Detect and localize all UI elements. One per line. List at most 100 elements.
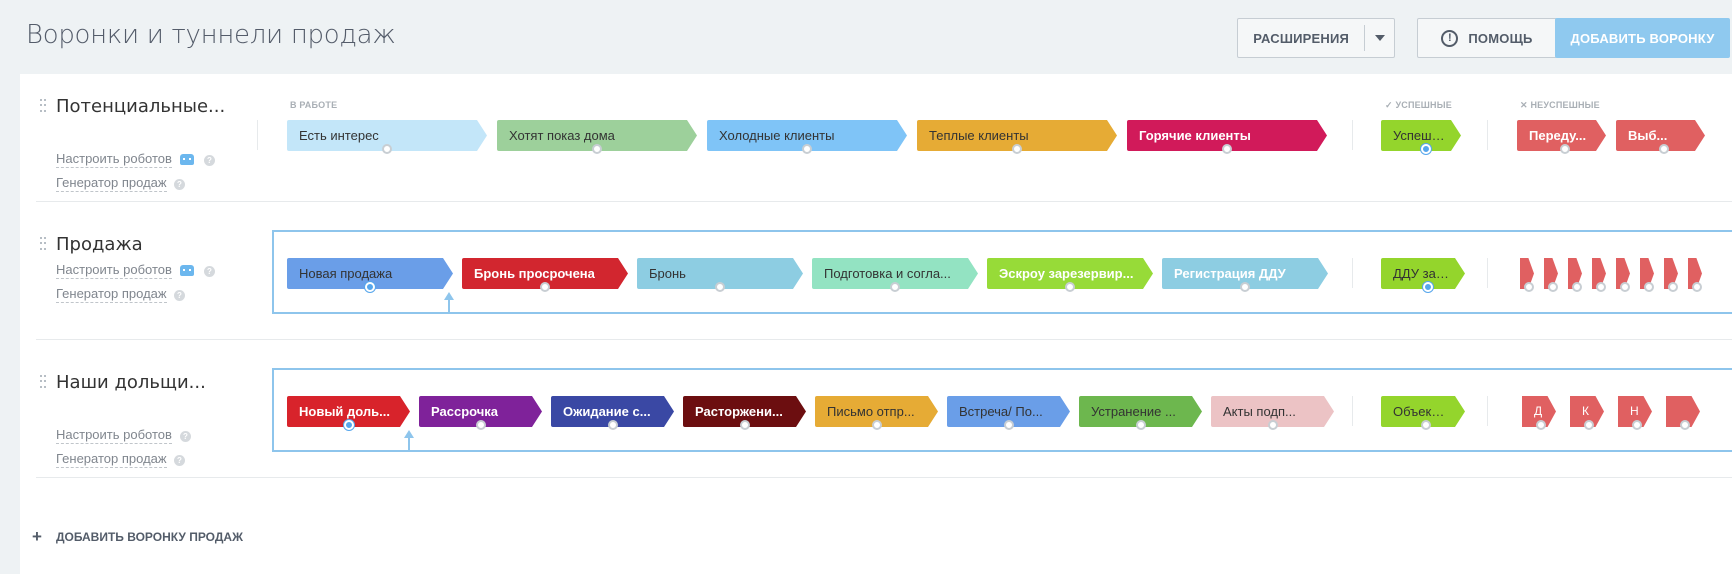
stage-label: Устранение ... (1091, 404, 1176, 419)
stage-marker[interactable] (1572, 282, 1582, 292)
help-question-icon[interactable]: ? (174, 455, 185, 466)
stage-marker[interactable] (872, 420, 882, 430)
stage-marker[interactable] (1680, 420, 1690, 430)
stage-marker[interactable] (1421, 420, 1431, 430)
help-question-icon[interactable]: ? (204, 155, 215, 166)
stage-marker[interactable] (715, 282, 725, 292)
help-question-icon[interactable]: ? (204, 266, 215, 277)
divider (257, 120, 258, 150)
stage-marker[interactable] (1548, 282, 1558, 292)
stage-marker[interactable] (1012, 144, 1022, 154)
stage-label: Новый доль... (299, 404, 390, 419)
stage-marker[interactable] (802, 144, 812, 154)
divider (1352, 396, 1353, 426)
stage-marker[interactable] (890, 282, 900, 292)
row-divider (36, 477, 1732, 478)
drag-handle-icon[interactable] (40, 99, 46, 113)
stage-marker[interactable] (540, 282, 550, 292)
stage-label: Регистрация ДДУ (1174, 266, 1286, 281)
stage-marker[interactable] (740, 420, 750, 430)
stage-label: Теплые клиенты (929, 128, 1029, 143)
stage-active-marker[interactable] (365, 282, 375, 292)
divider (1352, 258, 1353, 288)
failed-stage[interactable] (1640, 258, 1654, 289)
stage-label: Д (1534, 404, 1543, 418)
stage-marker[interactable] (1692, 282, 1702, 292)
stage-active-marker[interactable] (1421, 144, 1431, 154)
arrow-up-icon (404, 430, 414, 438)
funnels-panel (20, 74, 1732, 574)
stage-marker[interactable] (1222, 144, 1232, 154)
add-sales-funnel-button[interactable]: + ДОБАВИТЬ ВОРОНКУ ПРОДАЖ (32, 527, 243, 547)
stage-marker[interactable] (1596, 282, 1606, 292)
button-divider (1364, 25, 1366, 51)
failed-stage[interactable] (1592, 258, 1606, 289)
stage-marker[interactable] (1620, 282, 1630, 292)
failed-stage[interactable] (1544, 258, 1558, 289)
failed-stage[interactable] (1664, 258, 1678, 289)
stage-marker[interactable] (382, 144, 392, 154)
stage-label: Бронь просрочена (474, 266, 595, 281)
success-section-label: ✓ УСПЕШНЫЕ (1385, 100, 1452, 110)
stage-marker[interactable] (1668, 282, 1678, 292)
stage-marker[interactable] (608, 420, 618, 430)
help-label: ПОМОЩЬ (1468, 30, 1533, 46)
sales-generator-link[interactable]: Генератор продаж (56, 286, 167, 303)
sales-generator-link[interactable]: Генератор продаж (56, 451, 167, 468)
tunnel-frame (272, 368, 1732, 452)
row-divider (36, 339, 1732, 340)
stage-marker[interactable] (1240, 282, 1250, 292)
stage-label: Расторжени... (695, 404, 783, 419)
help-question-icon[interactable]: ? (174, 290, 185, 301)
stage-marker[interactable] (1065, 282, 1075, 292)
robot-icon[interactable] (180, 265, 194, 276)
stage-marker[interactable] (1004, 420, 1014, 430)
divider (1487, 396, 1488, 426)
stage-marker[interactable] (1268, 420, 1278, 430)
stage-active-marker[interactable] (344, 420, 354, 430)
funnel-name[interactable]: Продажа (56, 234, 143, 255)
stage-marker[interactable] (1560, 144, 1570, 154)
failed-stage[interactable] (1520, 258, 1534, 289)
stage-marker[interactable] (1524, 282, 1534, 292)
failed-stage[interactable] (1688, 258, 1702, 289)
drag-handle-icon[interactable] (40, 237, 46, 251)
stage-marker[interactable] (1644, 282, 1654, 292)
chevron-down-icon[interactable] (1365, 35, 1394, 41)
extensions-button[interactable]: РАСШИРЕНИЯ (1237, 18, 1395, 58)
stage-active-marker[interactable] (1423, 282, 1433, 292)
stage-label: Есть интерес (299, 128, 379, 143)
stage-marker[interactable] (1136, 420, 1146, 430)
failed-stage[interactable] (1568, 258, 1582, 289)
divider (1487, 120, 1488, 150)
tunnel-connector (272, 312, 450, 314)
help-question-icon[interactable]: ? (180, 431, 191, 442)
stage-label: Ожидание с... (563, 404, 651, 419)
help-button[interactable]: ! ПОМОЩЬ (1417, 18, 1557, 58)
configure-robots-link[interactable]: Настроить роботов (56, 151, 172, 168)
funnel-name[interactable]: Наши дольщи... (56, 372, 206, 393)
configure-robots-link[interactable]: Настроить роботов (56, 262, 172, 279)
funnel-name[interactable]: Потенциальные... (56, 96, 226, 117)
stage-label: Акты подп... (1223, 404, 1296, 419)
stage-marker[interactable] (476, 420, 486, 430)
stage-marker[interactable] (1632, 420, 1642, 430)
stage-label: Н (1630, 404, 1639, 418)
stage-label: Новая продажа (299, 266, 393, 281)
page-header: Воронки и туннели продаж РАСШИРЕНИЯ ! ПО… (0, 0, 1732, 74)
drag-handle-icon[interactable] (40, 375, 46, 389)
stage-marker[interactable] (592, 144, 602, 154)
help-question-icon[interactable]: ? (174, 179, 185, 190)
stage-label: Подготовка и согла... (824, 266, 951, 281)
failed-stage[interactable] (1616, 258, 1630, 289)
stage-marker[interactable] (1536, 420, 1546, 430)
robot-icon[interactable] (180, 154, 194, 165)
stage-marker[interactable] (1659, 144, 1669, 154)
stage-label: Письмо отпр... (827, 404, 915, 419)
add-funnel-button[interactable]: ДОБАВИТЬ ВОРОНКУ (1555, 18, 1730, 58)
configure-robots-link[interactable]: Настроить роботов (56, 427, 172, 444)
info-icon: ! (1441, 29, 1459, 47)
sales-generator-link[interactable]: Генератор продаж (56, 175, 167, 192)
tunnel-connector (408, 436, 410, 452)
stage-marker[interactable] (1584, 420, 1594, 430)
